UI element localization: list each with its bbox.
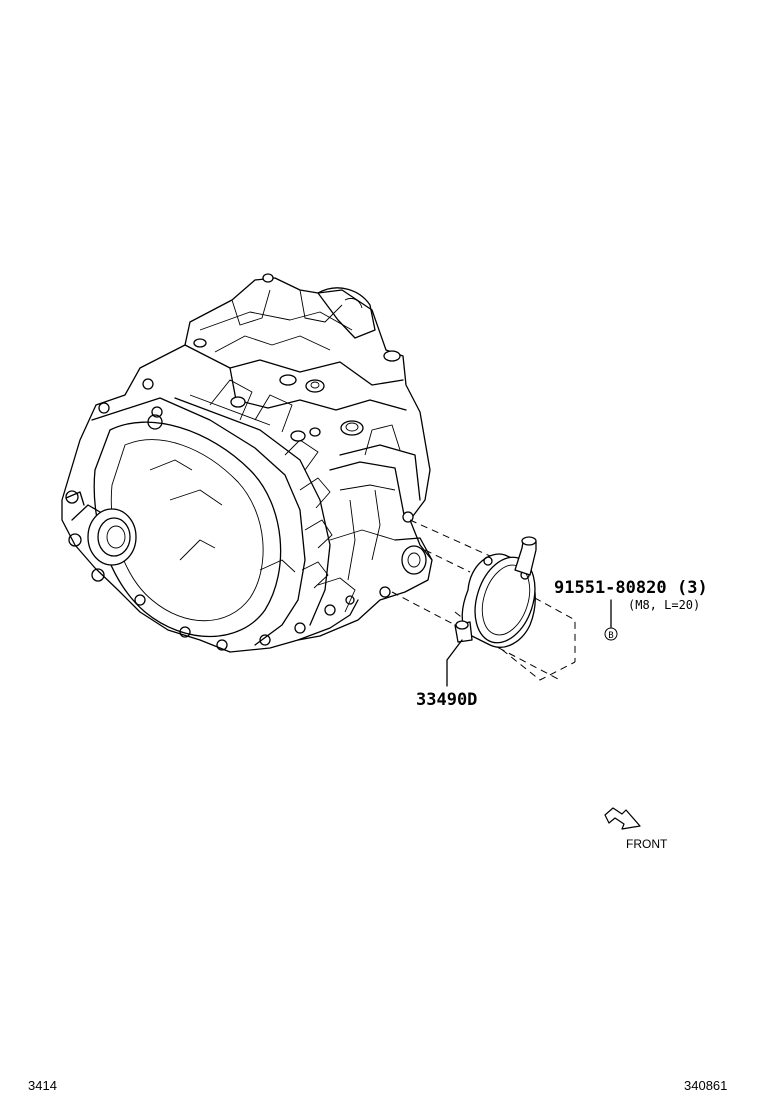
- page-code-right: 340861: [684, 1078, 727, 1093]
- marker-circle-b: [604, 627, 618, 641]
- front-direction-indicator: FRONT: [604, 807, 668, 851]
- vacuum-pump-illustration: [391, 519, 576, 687]
- callout-vacuum-pump: 33490D: [416, 690, 477, 710]
- front-label: FRONT: [626, 837, 668, 851]
- front-arrow-icon: [604, 807, 641, 830]
- part-quantity-bolt: (3): [677, 578, 708, 598]
- part-number-bolt[interactable]: 91551-80820: [554, 578, 667, 598]
- callout-bolt: 91551-80820 (3) (M8, L=20) B: [554, 578, 708, 641]
- page-code-left: 3414: [28, 1078, 57, 1093]
- marker-letter-b: B: [608, 631, 613, 641]
- part-spec-bolt: (M8, L=20): [628, 598, 700, 612]
- transaxle-assembly-illustration: [61, 273, 433, 653]
- part-number-vacuum-pump[interactable]: 33490D: [416, 690, 477, 710]
